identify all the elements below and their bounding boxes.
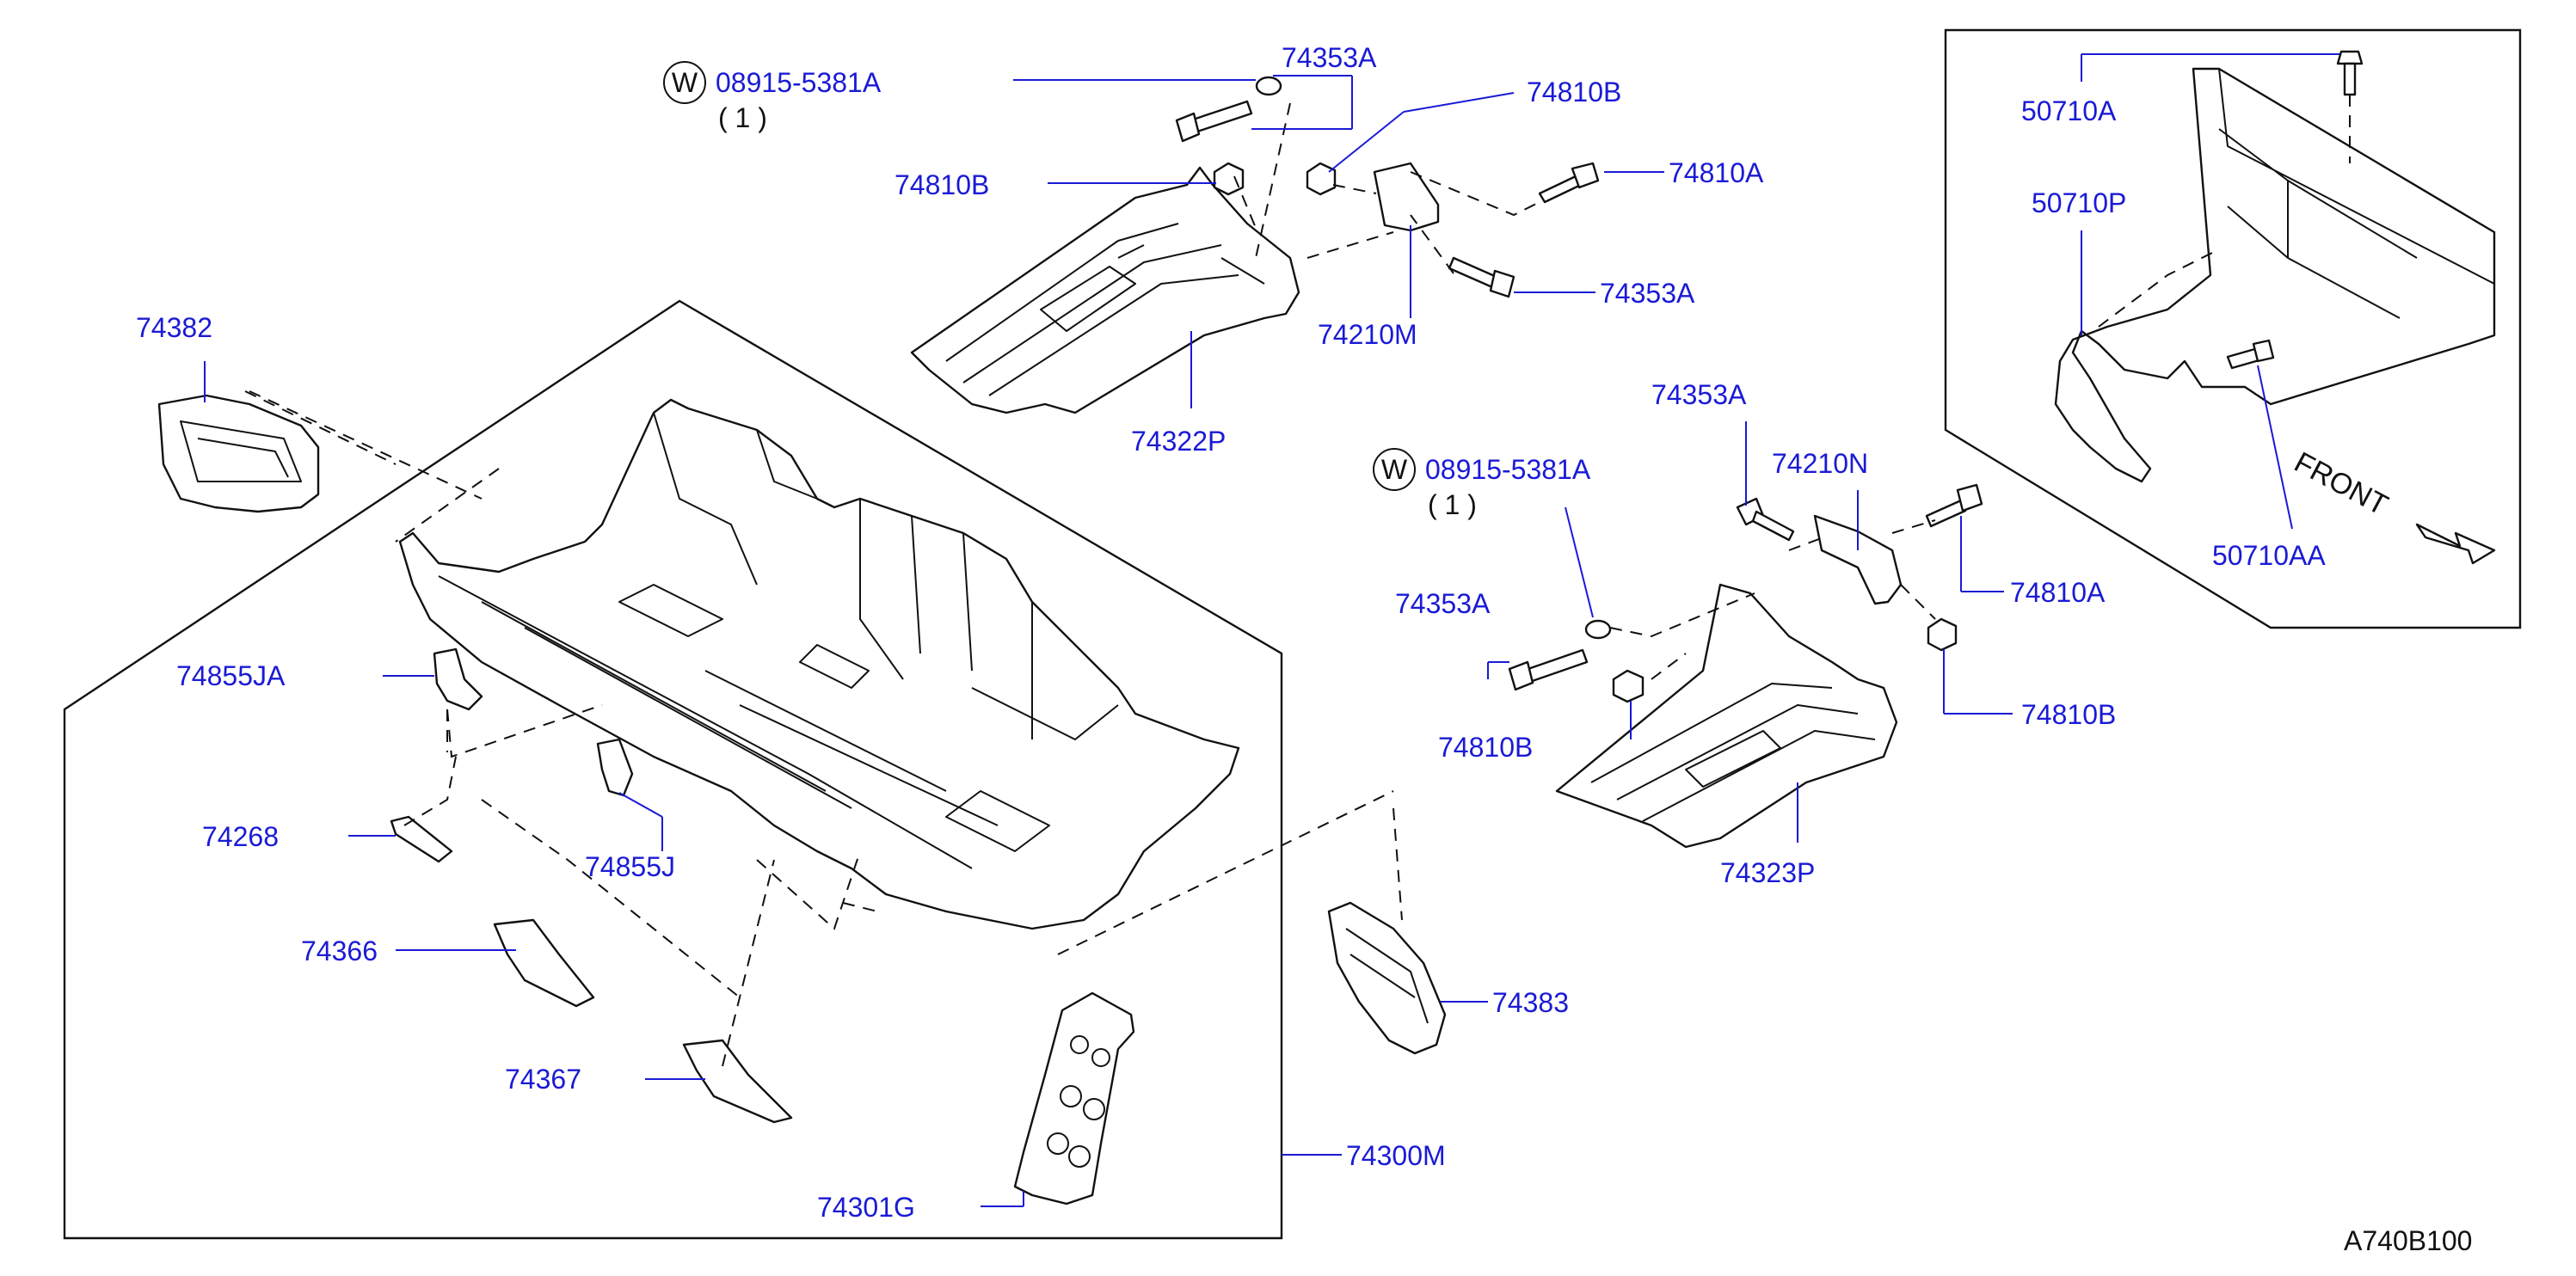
label-74322P[interactable]: 74322P xyxy=(1131,426,1226,457)
inset-detail-frame xyxy=(1944,28,2522,629)
washer-callout-1[interactable]: W 08915-5381A ( 1 ) xyxy=(663,61,1256,133)
washer-symbol: W xyxy=(672,67,698,98)
label-74353A[interactable]: 74353A xyxy=(1282,42,1377,73)
bracket-74210N xyxy=(1813,514,1903,605)
label-74268[interactable]: 74268 xyxy=(202,821,279,852)
panel-74383-group xyxy=(1327,901,1447,1055)
washer-symbol-icon xyxy=(1373,448,1416,491)
washer-lower-icon xyxy=(1584,619,1612,640)
bolt-74353A-upper-right xyxy=(1489,269,1515,298)
bracket-74855JA xyxy=(433,647,483,711)
washer-quantity: ( 1 ) xyxy=(1428,489,1477,520)
washer-symbol-icon xyxy=(663,61,706,104)
inset-frame-member xyxy=(2054,50,2496,565)
label-74210N[interactable]: 74210N xyxy=(1772,448,1868,479)
label-74301G[interactable]: 74301G xyxy=(817,1192,915,1223)
label-74210M[interactable]: 74210M xyxy=(1318,319,1417,350)
label-74353A[interactable]: 74353A xyxy=(1600,278,1695,309)
front-arrow-icon xyxy=(2415,523,2496,565)
label-74810B[interactable]: 74810B xyxy=(895,169,989,200)
floor-assembly-frame xyxy=(63,299,1283,1240)
label-74353A[interactable]: 74353A xyxy=(1651,379,1747,410)
bolt-74353A-lower-top xyxy=(1751,510,1795,542)
leader-lines xyxy=(204,53,2339,1207)
label-74383[interactable]: 74383 xyxy=(1492,987,1569,1018)
member-74323P xyxy=(1555,583,1898,849)
label-74367[interactable]: 74367 xyxy=(505,1064,581,1095)
bracket-74855J xyxy=(596,738,634,797)
bolt-74353A-lower-left xyxy=(1508,660,1534,691)
panel-74382-group xyxy=(157,390,397,513)
label-74855J[interactable]: 74855J xyxy=(585,851,675,882)
label-74855JA[interactable]: 74855JA xyxy=(176,660,286,691)
washer-part-number: 08915-5381A xyxy=(1425,454,1591,485)
panel-74301G xyxy=(1013,991,1135,1205)
washer-quantity: ( 1 ) xyxy=(718,102,767,133)
label-50710AA[interactable]: 50710AA xyxy=(2212,540,2326,571)
label-74810A[interactable]: 74810A xyxy=(2010,577,2106,608)
frame-rail-50710P xyxy=(2054,67,2496,483)
label-74300M[interactable]: 74300M xyxy=(1346,1140,1446,1171)
member-74322P xyxy=(910,166,1300,414)
rear-member-right-group xyxy=(1508,483,1983,849)
label-74382[interactable]: 74382 xyxy=(136,312,212,343)
bolt-74353A-upper xyxy=(1175,100,1253,143)
bracket-74210M xyxy=(1373,162,1440,232)
label-74366[interactable]: 74366 xyxy=(301,936,378,966)
sheet-id: A740B100 xyxy=(2344,1225,2472,1256)
label-50710A[interactable]: 50710A xyxy=(2021,95,2117,126)
washer-upper-icon xyxy=(1255,76,1282,96)
bolt-50710AA xyxy=(2252,339,2275,363)
nut-74810B-upper-right xyxy=(1306,162,1337,196)
label-74810B[interactable]: 74810B xyxy=(1438,732,1533,763)
washer-callout-2[interactable]: W 08915-5381A ( 1 ) xyxy=(1373,448,1594,618)
rear-member-left-group xyxy=(910,76,1600,414)
bolt-74810A-upper xyxy=(1571,162,1600,189)
front-label: FRONT xyxy=(2289,446,2393,523)
label-50710P[interactable]: 50710P xyxy=(2032,187,2126,218)
nut-74810B-lower-left xyxy=(1612,669,1645,703)
label-74810A[interactable]: 74810A xyxy=(1669,157,1764,188)
nut-74810B-upper-left xyxy=(1213,162,1245,196)
label-74810B[interactable]: 74810B xyxy=(2021,699,2116,730)
plate-74366 xyxy=(493,918,595,1008)
plate-74367 xyxy=(682,1039,793,1124)
rear-floor-pan xyxy=(398,398,1240,930)
nut-74810B-lower-right xyxy=(1927,617,1958,652)
bolt-74810A-lower xyxy=(1956,483,1983,512)
label-74323P[interactable]: 74323P xyxy=(1720,857,1815,888)
label-74353A[interactable]: 74353A xyxy=(1395,588,1491,619)
floor-pan-outline xyxy=(398,398,1240,930)
part-labels: 74353A 74810B 74810B 74810A 74353A 74210… xyxy=(136,42,2472,1256)
plate-74268 xyxy=(390,815,453,863)
bolt-50710A xyxy=(2343,62,2357,96)
floor-small-parts xyxy=(249,390,1403,1205)
label-74810B[interactable]: 74810B xyxy=(1527,77,1621,107)
washer-symbol: W xyxy=(1381,454,1408,485)
washer-part-number: 08915-5381A xyxy=(716,67,882,98)
